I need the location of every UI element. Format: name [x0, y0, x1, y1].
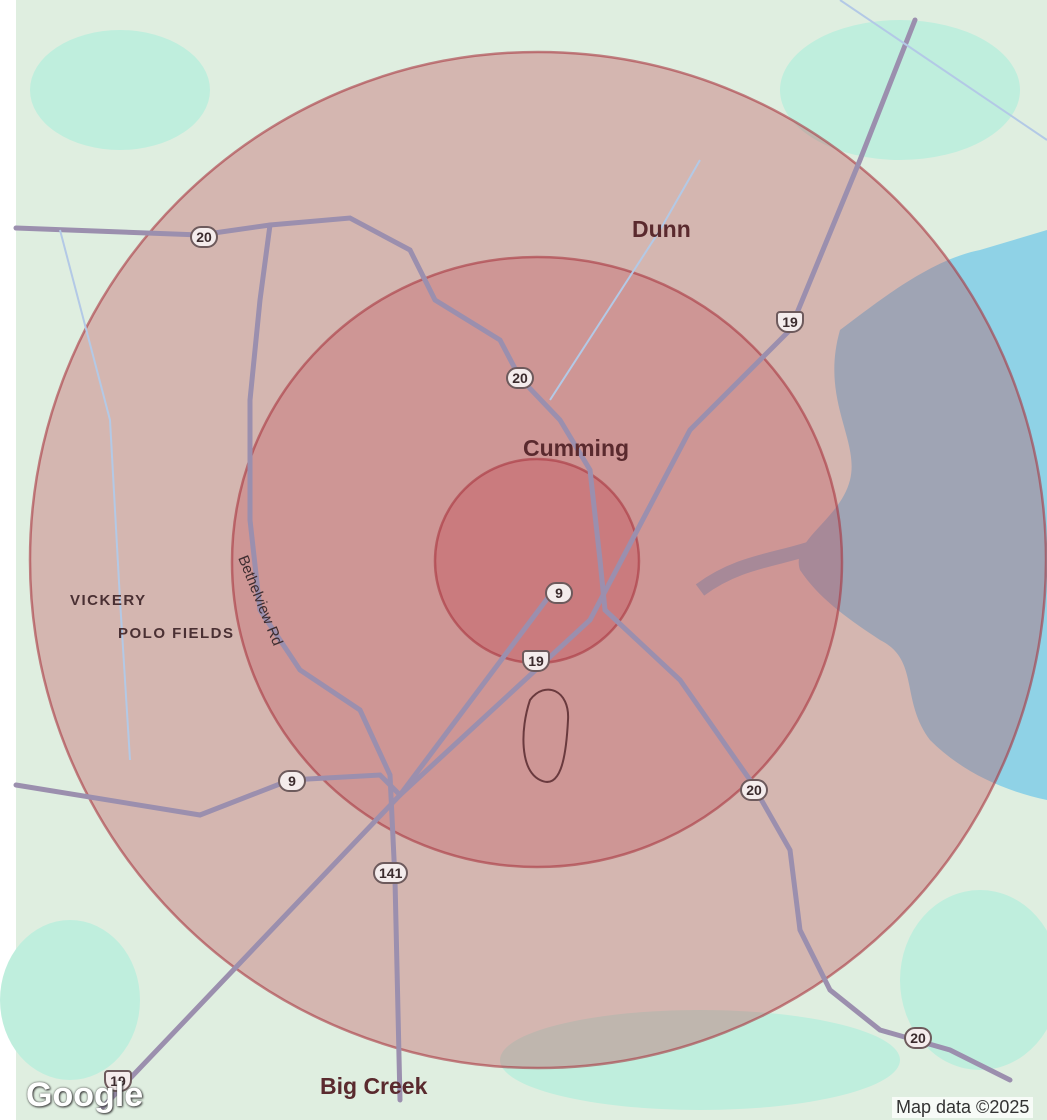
minor-roads: [59, 0, 1047, 761]
radius-middle[interactable]: [230, 255, 844, 869]
place-label-dunn[interactable]: Dunn: [632, 216, 691, 242]
us-route-shield-19: 19: [104, 1070, 132, 1092]
google-logo[interactable]: Google: [26, 1076, 144, 1114]
lake-arm: [695, 538, 823, 596]
left-margin: [0, 0, 16, 1120]
park-areas: [0, 20, 1047, 1110]
place-label-vickery[interactable]: VICKERY: [70, 592, 147, 609]
place-label-big-creek[interactable]: Big Creek: [320, 1073, 428, 1099]
route-shield-20: 20: [190, 226, 218, 248]
quarry-feature: [522, 688, 570, 783]
us-route-shield-19: 19: [522, 650, 550, 672]
route-shield-141: 141: [373, 862, 409, 884]
radius-inner[interactable]: [433, 457, 641, 665]
place-label-cumming[interactable]: Cumming: [523, 435, 630, 461]
route-shield-20: 20: [904, 1027, 932, 1049]
map-attribution[interactable]: Map data ©2025: [892, 1097, 1034, 1118]
place-label-polo-fields[interactable]: POLO FIELDS: [118, 625, 235, 642]
radius-outer[interactable]: [28, 50, 1047, 1070]
route-shield-20: 20: [506, 367, 534, 389]
lake: [798, 230, 1047, 800]
us19-road: [97, 17, 918, 1113]
route-shield-20: 20: [740, 779, 768, 801]
us-route-shield-19: 19: [776, 311, 804, 333]
route-shield-9: 9: [278, 770, 306, 792]
route-shield-9: 9: [545, 582, 573, 604]
